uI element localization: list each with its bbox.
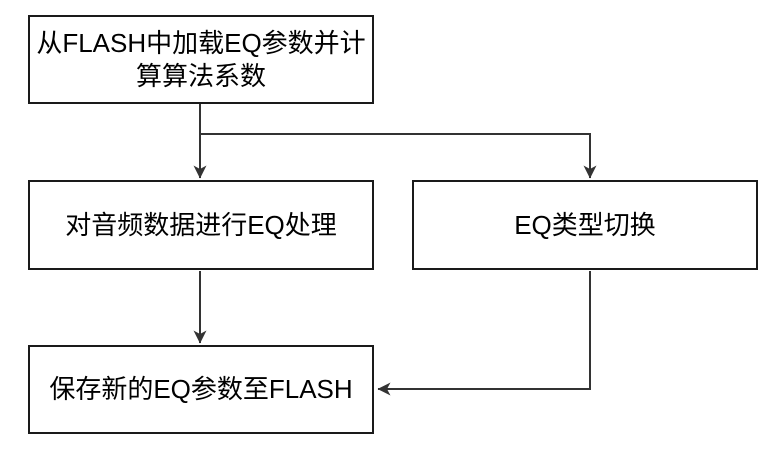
edge-load-to-switch-arrow <box>200 133 597 179</box>
node-load-eq-params-from-flash: 从FLASH中加载EQ参数并计 算算法系数 <box>28 15 374 104</box>
node-eq-type-switch: EQ类型切换 <box>412 180 758 270</box>
node-process-audio-eq: 对音频数据进行EQ处理 <box>28 180 374 270</box>
edge-switch-to-save-arrow <box>377 271 591 396</box>
node-save-eq-params-to-flash: 保存新的EQ参数至FLASH <box>28 345 374 434</box>
